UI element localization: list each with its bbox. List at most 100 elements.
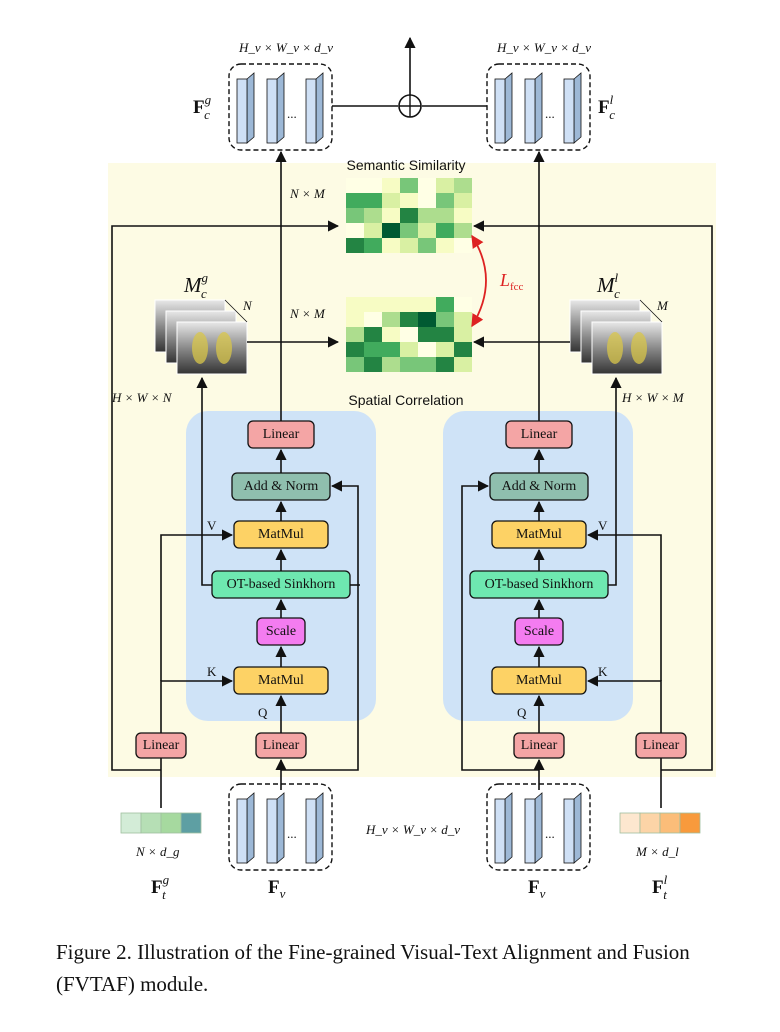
feature-slab — [494, 72, 513, 144]
left-linear-visual-label: Linear — [263, 738, 300, 753]
sum-node-icon — [398, 94, 422, 118]
matrix-cell — [364, 193, 382, 208]
feature-slab — [494, 792, 513, 864]
fvtaf-diagram: ... H_v × W_v × d_v ... H_v × W_v × d_v … — [108, 36, 716, 902]
matrix-cell — [364, 208, 382, 223]
left-k-label: K — [207, 664, 217, 679]
global-text-feature-bar — [120, 812, 202, 834]
matrix-cell — [418, 327, 436, 342]
matrix-cell — [418, 357, 436, 372]
matrix-cell — [382, 208, 400, 223]
fcc-loss-label: Lfcc — [499, 270, 524, 293]
dim-nm-bottom: N × M — [289, 306, 326, 321]
matrix-cell — [346, 223, 364, 238]
feature-cell — [180, 812, 202, 834]
dim-m: M — [656, 298, 669, 313]
matrix-cell — [364, 312, 382, 327]
fcc-loss-arrow — [471, 234, 487, 328]
matrix-cell — [346, 327, 364, 342]
matrix-cell — [364, 342, 382, 357]
matrix-cell — [346, 357, 364, 372]
matrix-cell — [436, 193, 454, 208]
matrix-cell — [346, 178, 364, 193]
feature-slab — [236, 792, 255, 864]
ellipsis: ... — [287, 106, 297, 121]
semantic-similarity-matrix — [346, 178, 472, 253]
dim-hwn: H × W × N — [111, 390, 173, 405]
feature-cell — [679, 812, 701, 834]
left-connections — [111, 150, 360, 808]
matrix-cell — [454, 312, 472, 327]
top-left-feature-group: ... — [228, 63, 333, 151]
right-scale-label: Scale — [524, 624, 554, 639]
matrix-cell — [454, 208, 472, 223]
matrix-cell — [436, 238, 454, 253]
matrix-cell — [346, 342, 364, 357]
left-linear-top-label: Linear — [263, 427, 300, 442]
dim-top-right: H_v × W_v × d_v — [496, 40, 591, 55]
dim-middle: H_v × W_v × d_v — [365, 822, 460, 837]
left-xray-mask-stack — [154, 299, 248, 375]
matrix-cell — [436, 297, 454, 312]
top-right-feature-group: ... — [486, 63, 591, 151]
feature-slab — [305, 72, 324, 144]
label-F-v-right: Fv — [528, 877, 546, 901]
matrix-cell — [382, 193, 400, 208]
matrix-cell — [364, 178, 382, 193]
left-add-norm-label: Add & Norm — [244, 479, 319, 494]
feature-cell — [639, 812, 661, 834]
matrix-cell — [436, 327, 454, 342]
matrix-cell — [454, 297, 472, 312]
figure-caption: Figure 2. Illustration of the Fine-grain… — [56, 940, 690, 996]
feature-slab — [266, 792, 285, 864]
dim-m-dl: M × d_l — [635, 844, 679, 859]
dim-nm-top: N × M — [289, 186, 326, 201]
spatial-correlation-title: Spatial Correlation — [348, 392, 463, 408]
matrix-cell — [400, 297, 418, 312]
right-add-norm-label: Add & Norm — [502, 479, 577, 494]
matrix-cell — [418, 297, 436, 312]
bottom-right-visual-feature-group: ... — [486, 783, 591, 871]
matrix-cell — [400, 357, 418, 372]
left-v-label: V — [207, 518, 217, 533]
right-q-label: Q — [517, 705, 527, 720]
matrix-cell — [382, 357, 400, 372]
matrix-cell — [346, 208, 364, 223]
feature-slab — [524, 72, 543, 144]
matrix-cell — [400, 178, 418, 193]
matrix-cell — [382, 178, 400, 193]
matrix-cell — [364, 297, 382, 312]
feature-slab — [563, 72, 582, 144]
matrix-cell — [436, 342, 454, 357]
left-sinkhorn-label: OT-based Sinkhorn — [227, 577, 336, 592]
feature-slab — [524, 792, 543, 864]
right-matmul-bottom-label: MatMul — [516, 673, 562, 688]
feature-cell — [659, 812, 681, 834]
matrix-cell — [436, 312, 454, 327]
matrix-cell — [436, 208, 454, 223]
feature-slab — [305, 792, 324, 864]
matrix-cell — [454, 238, 472, 253]
matrix-cell — [364, 223, 382, 238]
right-linear-text-label: Linear — [643, 738, 680, 753]
matrix-cell — [382, 312, 400, 327]
matrix-cell — [418, 312, 436, 327]
ellipsis: ... — [545, 106, 555, 121]
matrix-cell — [400, 327, 418, 342]
left-q-label: Q — [258, 705, 268, 720]
dim-hwm: H × W × M — [621, 390, 685, 405]
matrix-cell — [400, 208, 418, 223]
feature-slab — [266, 72, 285, 144]
matrix-cell — [346, 193, 364, 208]
matrix-cell — [400, 238, 418, 253]
matrix-cell — [454, 327, 472, 342]
feature-cell — [140, 812, 162, 834]
matrix-cell — [346, 297, 364, 312]
right-linear-visual-label: Linear — [521, 738, 558, 753]
feature-cell — [619, 812, 641, 834]
